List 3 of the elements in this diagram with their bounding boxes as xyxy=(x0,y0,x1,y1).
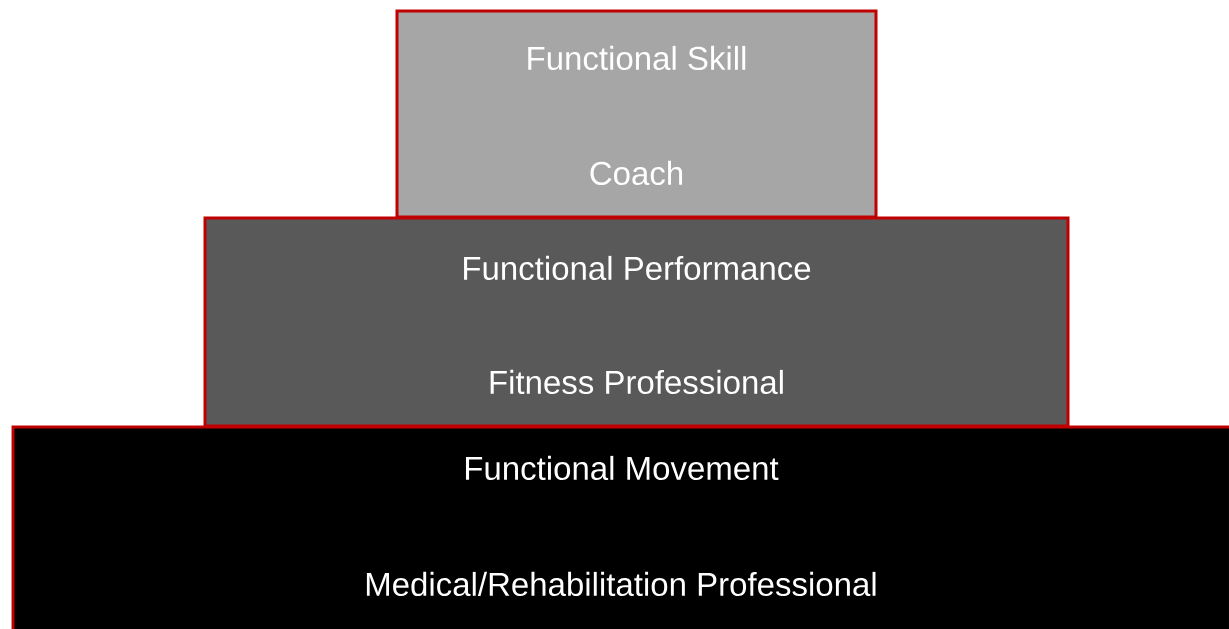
tier-box: Functional Movement Medical/Rehabilitation Professional xyxy=(11,425,1229,629)
tier-box: Functional Skill Coach xyxy=(395,9,878,219)
tier-box: Functional Performance Fitness Professional xyxy=(203,216,1070,428)
